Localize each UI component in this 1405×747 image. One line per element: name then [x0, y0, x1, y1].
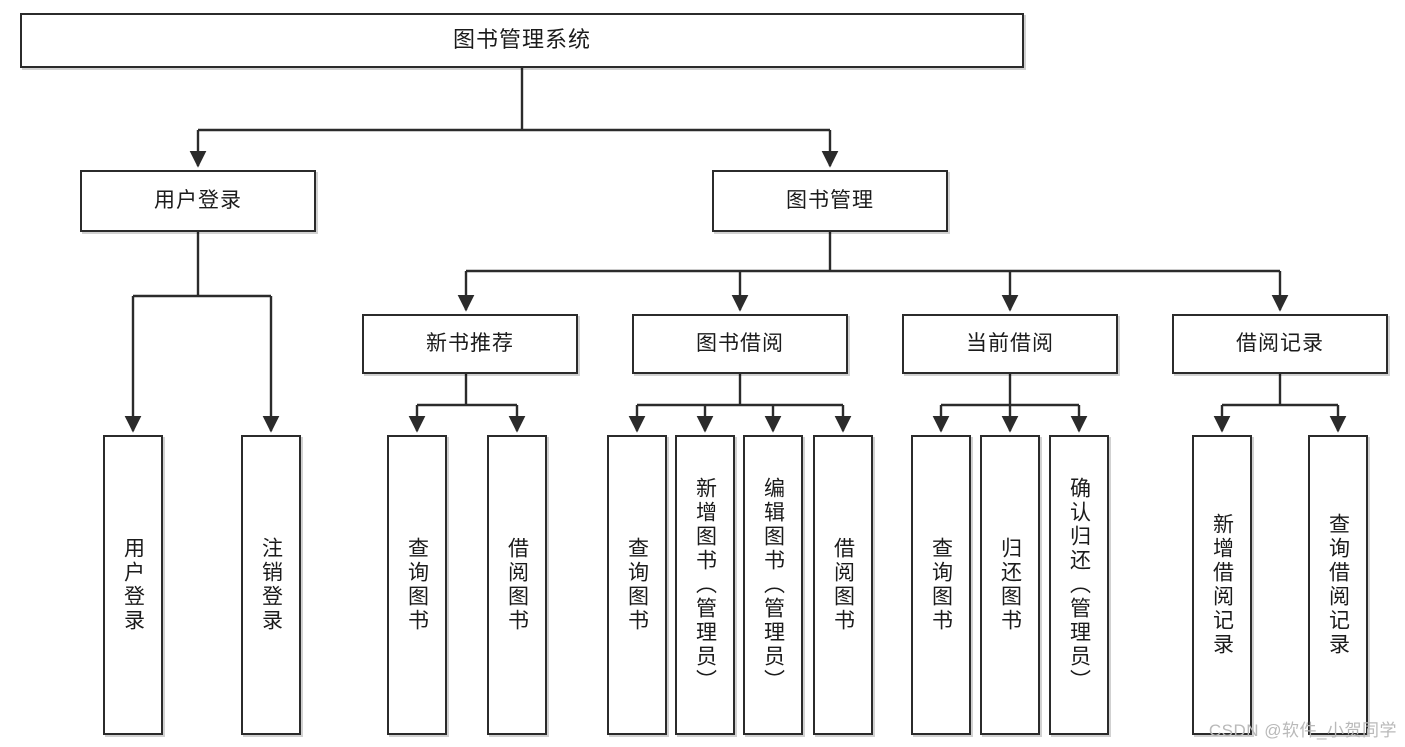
node-label: 查询借阅记录 — [1326, 513, 1350, 657]
node-leaf-add-borrow-record[interactable]: 新增借阅记录 — [1192, 435, 1252, 735]
node-leaf-query-borrow-record[interactable]: 查询借阅记录 — [1308, 435, 1368, 735]
node-label: 用户登录 — [154, 189, 242, 213]
node-label: 编辑图书（管理员） — [761, 477, 785, 693]
node-leaf-borrow-book[interactable]: 借阅图书 — [813, 435, 873, 735]
node-label: 查询图书 — [405, 537, 429, 633]
node-leaf-user-logout[interactable]: 注销登录 — [241, 435, 301, 735]
node-label: 当前借阅 — [966, 332, 1054, 356]
node-label: 归还图书 — [998, 537, 1022, 633]
watermark: CSDN @软件_小贺同学 — [1208, 721, 1397, 740]
node-label: 借阅记录 — [1236, 332, 1324, 356]
node-label: 注销登录 — [259, 537, 283, 633]
node-book-management[interactable]: 图书管理 — [712, 170, 948, 232]
node-leaf-edit-book-admin[interactable]: 编辑图书（管理员） — [743, 435, 803, 735]
node-label: 图书管理 — [786, 189, 874, 213]
node-root-system[interactable]: 图书管理系统 — [20, 13, 1024, 68]
node-label: 新书推荐 — [426, 332, 514, 356]
node-label: 借阅图书 — [505, 537, 529, 633]
node-leaf-query-book-current[interactable]: 查询图书 — [911, 435, 971, 735]
node-user-login[interactable]: 用户登录 — [80, 170, 316, 232]
node-book-borrow[interactable]: 图书借阅 — [632, 314, 848, 374]
node-label: 图书管理系统 — [452, 27, 591, 53]
node-leaf-user-login[interactable]: 用户登录 — [103, 435, 163, 735]
node-label: 新增图书（管理员） — [693, 477, 717, 693]
node-leaf-query-book-recommend[interactable]: 查询图书 — [387, 435, 447, 735]
node-label: 查询图书 — [625, 537, 649, 633]
node-leaf-borrow-book-recommend[interactable]: 借阅图书 — [487, 435, 547, 735]
node-borrow-record[interactable]: 借阅记录 — [1172, 314, 1388, 374]
node-label: 确认归还（管理员） — [1067, 477, 1091, 693]
node-label: 新增借阅记录 — [1210, 513, 1234, 657]
node-new-book-recommend[interactable]: 新书推荐 — [362, 314, 578, 374]
node-label: 用户登录 — [121, 537, 145, 633]
node-leaf-add-book-admin[interactable]: 新增图书（管理员） — [675, 435, 735, 735]
node-current-borrow[interactable]: 当前借阅 — [902, 314, 1118, 374]
node-label: 图书借阅 — [696, 332, 784, 356]
node-leaf-confirm-return-admin[interactable]: 确认归还（管理员） — [1049, 435, 1109, 735]
node-leaf-query-book-borrow[interactable]: 查询图书 — [607, 435, 667, 735]
node-leaf-return-book[interactable]: 归还图书 — [980, 435, 1040, 735]
node-label: 查询图书 — [929, 537, 953, 633]
node-label: 借阅图书 — [831, 537, 855, 633]
